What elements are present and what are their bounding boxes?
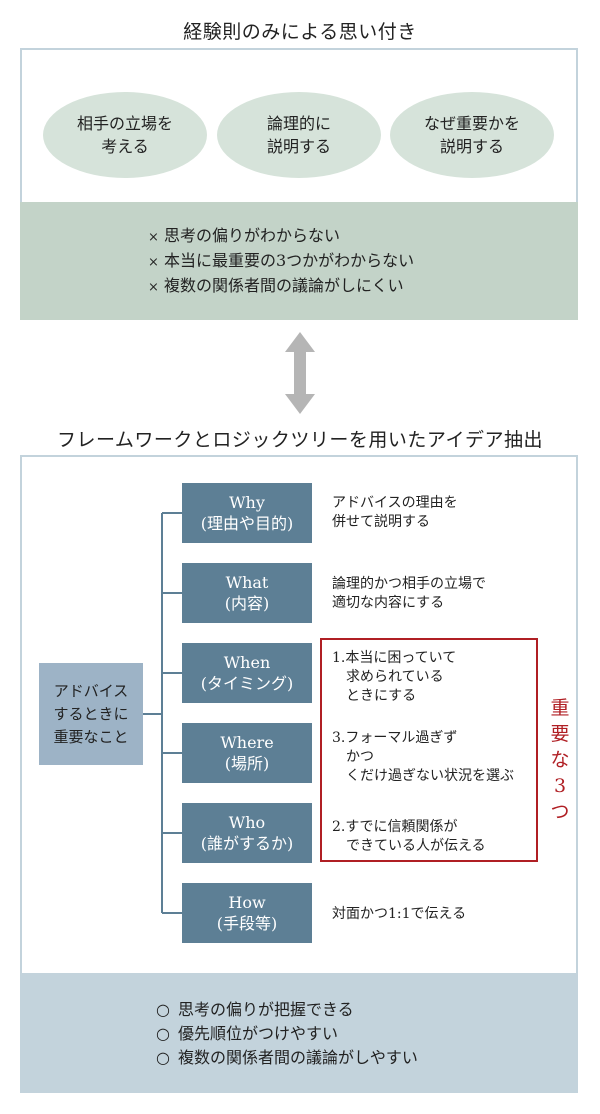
node-label: How — [228, 893, 266, 912]
node-sublabel: (内容) — [224, 594, 270, 613]
issue-item: ×本当に最重要の3つかがわからない — [148, 249, 414, 274]
oval-explain-why-important: なぜ重要かを 説明する — [390, 92, 554, 178]
node-who: Who (誰がするか) — [182, 803, 312, 863]
node-sublabel: (タイミング) — [200, 674, 294, 693]
issue-list: ×思考の偏りがわからない ×本当に最重要の3つかがわからない ×複数の関係者間の… — [148, 224, 414, 299]
top-issues-band — [20, 202, 578, 320]
double-arrow-icon — [285, 332, 315, 414]
node-what: What (内容) — [182, 563, 312, 623]
node-sublabel: (誰がするか) — [200, 834, 294, 853]
node-when: When (タイミング) — [182, 643, 312, 703]
issue-item: ×思考の偏りがわからない — [148, 224, 414, 249]
benefit-item: ○複数の関係者間の議論がしやすい — [156, 1046, 418, 1070]
oval-explain-logically: 論理的に 説明する — [217, 92, 381, 178]
node-label: When — [223, 653, 271, 672]
benefit-list: ○思考の偏りが把握できる ○優先順位がつけやすい ○複数の関係者間の議論がしやす… — [156, 998, 418, 1070]
tree-root-node: アドバイス するときに 重要なこと — [39, 663, 143, 765]
issue-item: ×複数の関係者間の議論がしにくい — [148, 274, 414, 299]
bottom-section-title: フレームワークとロジックツリーを用いたアイデア抽出 — [57, 429, 543, 451]
cross-mark-icon: × — [148, 280, 159, 295]
desc-what: 論理的かつ相手の立場で 適切な内容にする — [332, 576, 486, 611]
desc-who: 2.すでに信頼関係が できている人が伝える — [332, 819, 486, 854]
node-label: Where — [220, 733, 274, 752]
node-label: Who — [228, 813, 266, 832]
circle-mark-icon: ○ — [156, 1048, 170, 1067]
benefit-item: ○優先順位がつけやすい — [156, 1022, 418, 1046]
node-sublabel: (手段等) — [216, 914, 278, 933]
node-where: Where (場所) — [182, 723, 312, 783]
cross-mark-icon: × — [148, 230, 159, 245]
node-how: How (手段等) — [182, 883, 312, 943]
node-why: Why (理由や目的) — [182, 483, 312, 543]
top-three-highlight-box — [320, 638, 538, 862]
cross-mark-icon: × — [148, 255, 159, 270]
top-section-title: 経験則のみによる思い付き — [183, 21, 417, 43]
desc-why: アドバイスの理由を 併せて説明する — [332, 495, 458, 530]
circle-mark-icon: ○ — [156, 1024, 170, 1043]
node-label: Why — [229, 493, 265, 512]
bottom-benefits-band — [20, 973, 578, 1093]
desc-how: 対面かつ1:1で伝える — [332, 906, 467, 922]
node-sublabel: (理由や目的) — [200, 514, 294, 533]
desc-where: 3.フォーマル過ぎず かつ くだけ過ぎない状況を選ぶ — [332, 730, 514, 784]
node-sublabel: (場所) — [224, 754, 270, 773]
circle-mark-icon: ○ — [156, 1000, 170, 1019]
oval-consider-standpoint: 相手の立場を 考える — [43, 92, 207, 178]
desc-when: 1.本当に困っていて 求められている ときにする — [332, 650, 457, 704]
benefit-item: ○思考の偏りが把握できる — [156, 998, 418, 1022]
top-three-label: 重 要 な 3 つ — [550, 697, 570, 823]
node-label: What — [225, 573, 269, 592]
